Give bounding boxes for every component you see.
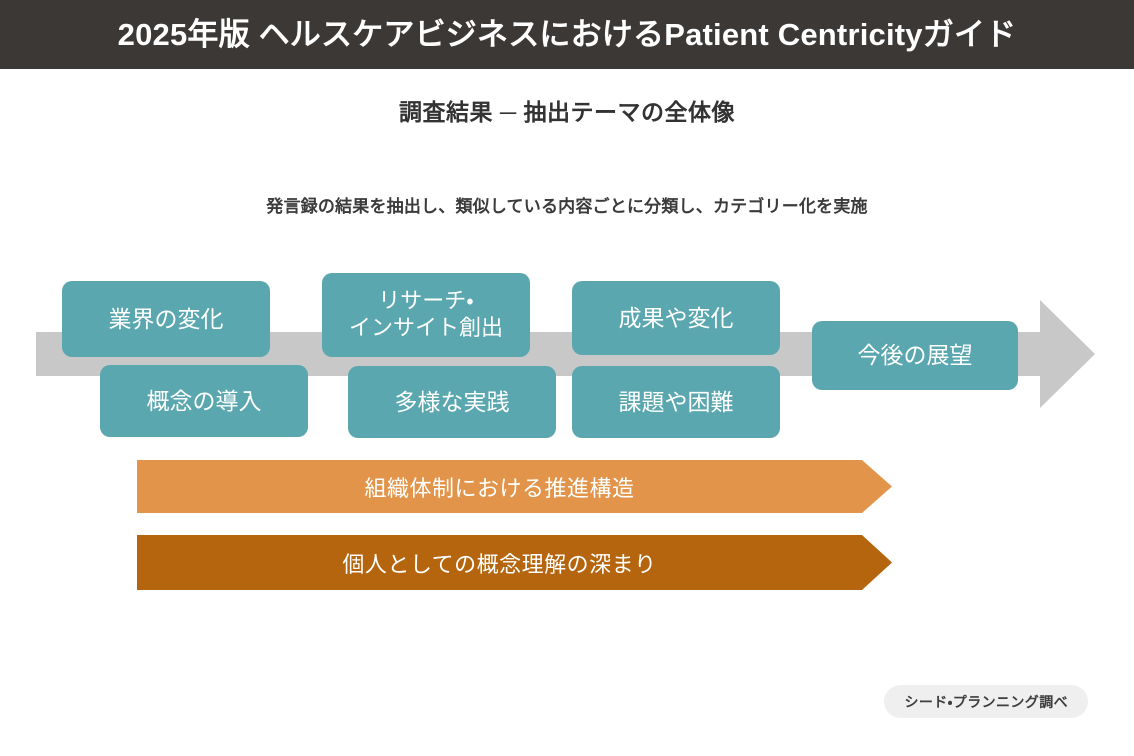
source-badge-label: シード・プランニング調べ xyxy=(904,693,1068,710)
theme-box-label: 成果や変化 xyxy=(618,304,734,331)
theme-box-label-line1: リサーチ・ xyxy=(378,288,474,314)
cross-cutting-bar-kojin[interactable]: 個人としての概念理解の深まり xyxy=(137,535,892,590)
source-badge: シード・プランニング調べ xyxy=(884,685,1088,718)
theme-box-gyokai[interactable]: 業界の変化 xyxy=(62,281,270,357)
theme-box-label: 今後の展望 xyxy=(857,342,973,369)
theme-box-kongo[interactable]: 今後の展望 xyxy=(812,321,1018,390)
theme-box-tayou[interactable]: 多様な実践 xyxy=(348,366,556,438)
theme-box-seika[interactable]: 成果や変化 xyxy=(572,281,780,355)
theme-box-label: 多様な実践 xyxy=(394,388,510,415)
cross-cutting-bar-soshiki[interactable]: 組織体制における推進構造 xyxy=(137,460,892,513)
process-arrow-icon xyxy=(36,300,1095,408)
theme-box-label-line2: インサイト創出 xyxy=(348,315,503,340)
theme-box-label: 業界の変化 xyxy=(108,305,224,332)
cross-cutting-bar-label: 組織体制における推進構造 xyxy=(364,475,635,501)
theme-box-label: 課題や困難 xyxy=(618,388,734,415)
cross-cutting-bar-label: 個人としての概念理解の深まり xyxy=(342,551,657,577)
theme-box-research[interactable]: リサーチ・ インサイト創出 xyxy=(322,273,530,357)
theme-box-gainen[interactable]: 概念の導入 xyxy=(100,365,308,437)
page-title: 2025年版 ヘルスケアビジネスにおけるPatient Centricityガイ… xyxy=(117,17,1017,52)
theme-box-kadai[interactable]: 課題や困難 xyxy=(572,366,780,438)
header-bar: 2025年版 ヘルスケアビジネスにおけるPatient Centricityガイ… xyxy=(0,0,1134,69)
section-subtitle: 調査結果 ─ 抽出テーマの全体像 xyxy=(398,99,736,125)
theme-box-label: リサーチ・ インサイト創出 xyxy=(349,288,503,342)
section-description: 発言録の結果を抽出し、類似している内容ごとに分類し、カテゴリー化を実施 xyxy=(266,197,868,216)
theme-box-label: 概念の導入 xyxy=(146,387,262,414)
